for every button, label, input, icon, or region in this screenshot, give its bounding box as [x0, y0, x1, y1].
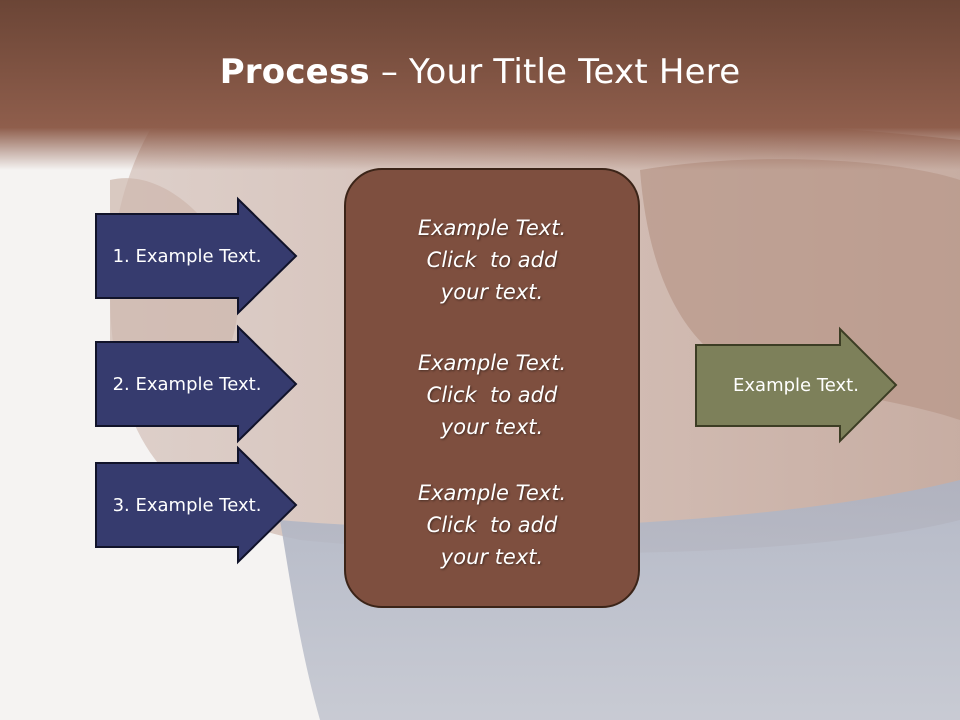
center-block-3-line-1: Example Text. — [417, 481, 567, 505]
left-arrow-label-1: 1. Example Text. — [112, 245, 262, 267]
title-bold: Process — [219, 52, 370, 92]
center-block-3-line-3: your text. — [440, 545, 544, 569]
center-block-3: Example Text. Click to add your text. — [344, 477, 640, 573]
left-arrow-label-3: 3. Example Text. — [112, 494, 262, 516]
center-block-1-line-1: Example Text. — [417, 216, 567, 240]
right-arrow[interactable] — [695, 326, 898, 444]
left-arrow-1[interactable] — [95, 196, 298, 316]
slide-title: Process – Your Title Text Here — [0, 52, 960, 92]
center-block-1-line-3: your text. — [440, 280, 544, 304]
right-arrow-label: Example Text. — [733, 375, 859, 396]
center-block-2-line-1: Example Text. — [417, 351, 567, 375]
center-block-1: Example Text. Click to add your text. — [344, 212, 640, 308]
left-arrow-3[interactable] — [95, 445, 298, 565]
center-block-2-line-2: Click to add — [426, 383, 558, 407]
left-arrow-2[interactable] — [95, 324, 298, 444]
center-block-3-line-2: Click to add — [426, 513, 558, 537]
left-arrow-label-2: 2. Example Text. — [112, 373, 262, 395]
center-block-1-line-2: Click to add — [426, 248, 558, 272]
center-block-2-line-3: your text. — [440, 415, 544, 439]
center-block-2: Example Text. Click to add your text. — [344, 347, 640, 443]
title-rest: – Your Title Text Here — [369, 52, 741, 92]
center-text-box[interactable] — [344, 168, 640, 608]
